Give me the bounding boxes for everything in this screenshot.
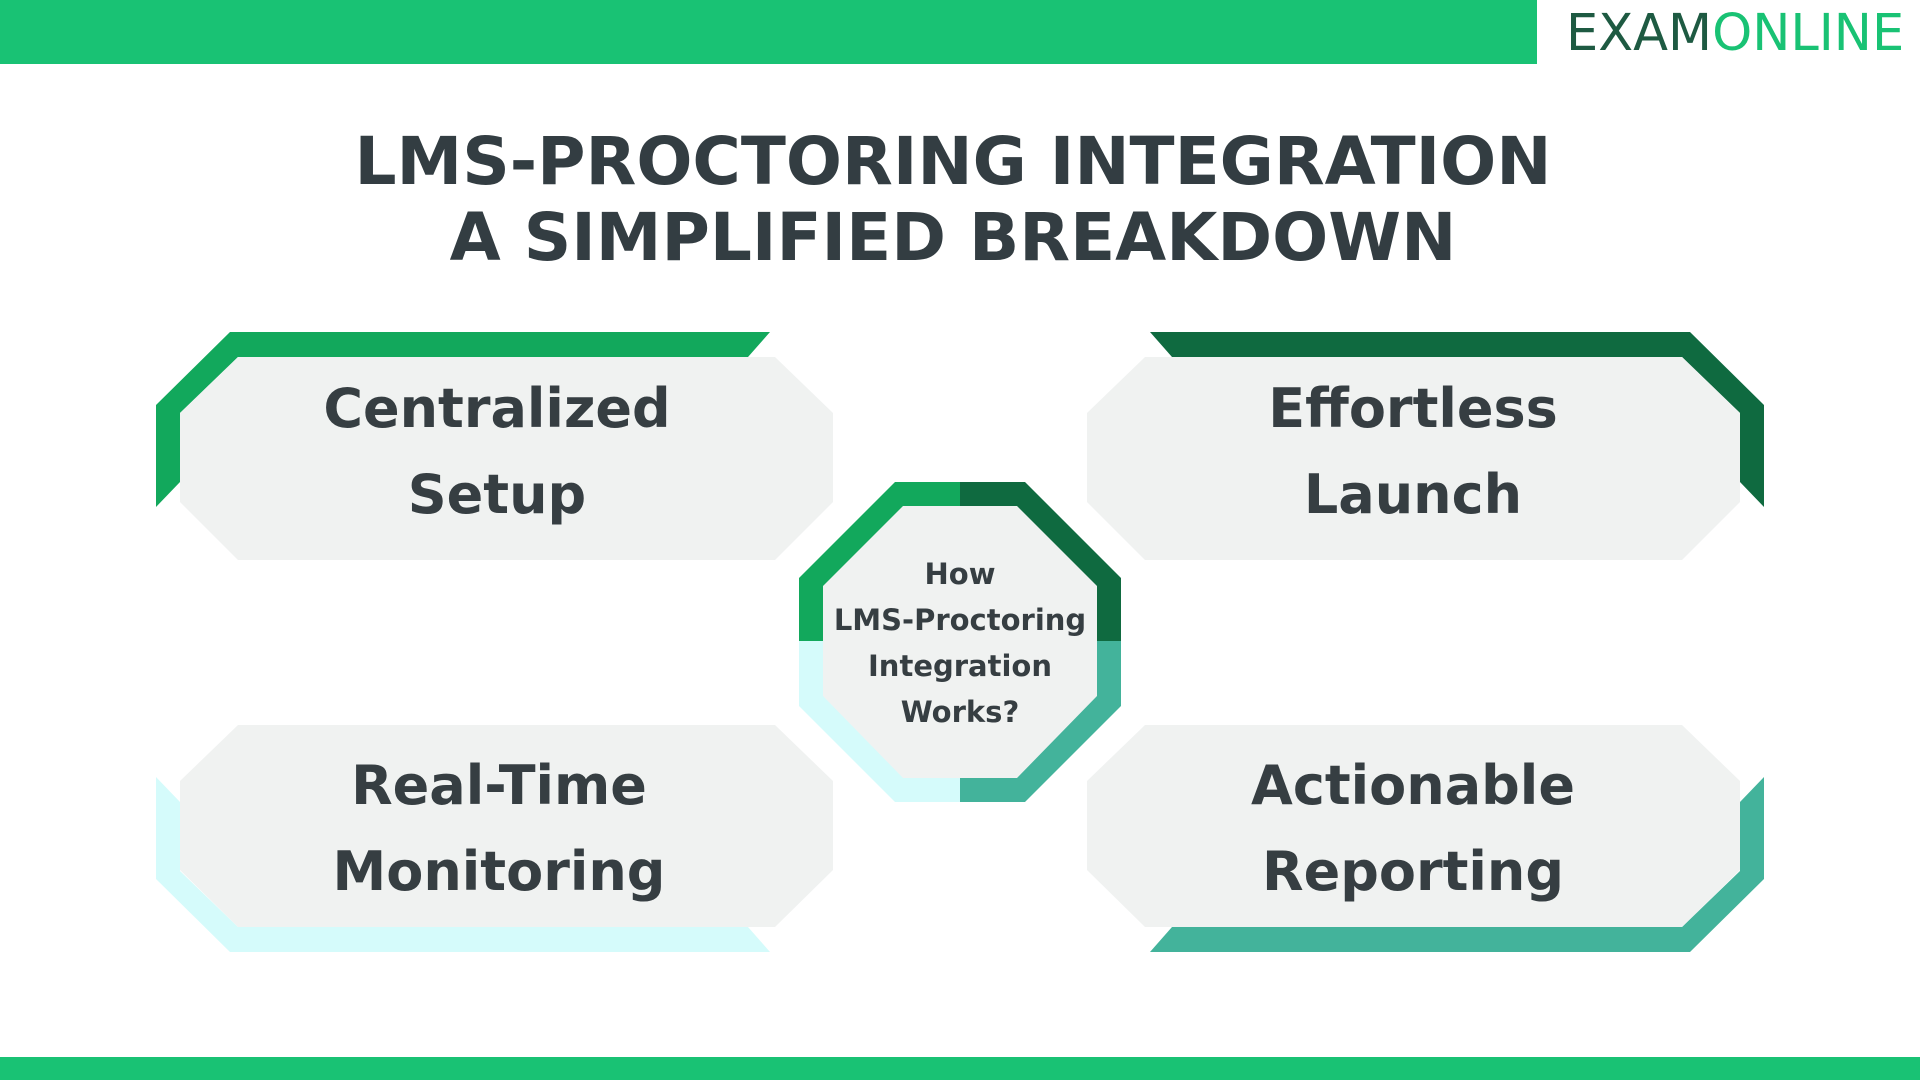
card-2-body [1087, 357, 1740, 560]
step-label-effortless-launch: Effortless Launch [1073, 366, 1753, 538]
step-2-line-1: Effortless [1268, 377, 1558, 440]
examonline-logo: EXAMONLINE [1566, 4, 1904, 64]
center-question-label: How LMS-Proctoring Integration Works? [820, 551, 1100, 735]
bottom-accent-bar [0, 1057, 1920, 1080]
step-label-real-time-monitoring: Real-Time Monitoring [159, 743, 839, 915]
center-octagon-body [823, 506, 1097, 778]
page-title: LMS-PROCTORING INTEGRATION A SIMPLIFIED … [0, 124, 1906, 276]
step-2-line-2: Launch [1303, 463, 1523, 526]
center-line-1: How [924, 557, 996, 591]
card-3-accent-frame [156, 777, 770, 952]
logo-online-text: ONLINE [1712, 4, 1905, 63]
center-line-3: Integration [868, 649, 1052, 683]
card-4-accent-frame [1150, 777, 1764, 952]
title-line-2: A SIMPLIFIED BREAKDOWN [449, 199, 1457, 276]
step-card-actionable-reporting [1087, 725, 1764, 952]
center-octagon [799, 482, 1121, 802]
card-2-accent-frame [1150, 332, 1764, 507]
step-card-centralized-setup [156, 332, 833, 560]
step-3-line-2: Monitoring [332, 840, 666, 903]
card-3-body [180, 725, 833, 927]
step-label-centralized-setup: Centralized Setup [157, 366, 837, 538]
card-1-body [180, 357, 833, 560]
step-1-line-2: Setup [407, 463, 587, 526]
step-4-line-2: Reporting [1261, 840, 1564, 903]
step-label-actionable-reporting: Actionable Reporting [1073, 743, 1753, 915]
logo-exam-text: EXAM [1566, 4, 1713, 63]
card-4-body [1087, 725, 1740, 927]
card-1-accent-frame [156, 332, 770, 507]
step-3-line-1: Real-Time [351, 754, 647, 817]
step-card-real-time-monitoring [156, 725, 833, 952]
title-line-1: LMS-PROCTORING INTEGRATION [354, 123, 1552, 200]
step-1-line-1: Centralized [323, 377, 671, 440]
step-4-line-1: Actionable [1251, 754, 1575, 817]
center-line-4: Works? [900, 695, 1020, 729]
step-card-effortless-launch [1087, 332, 1764, 560]
top-accent-bar [0, 0, 1537, 64]
center-line-2: LMS-Proctoring [833, 603, 1087, 637]
